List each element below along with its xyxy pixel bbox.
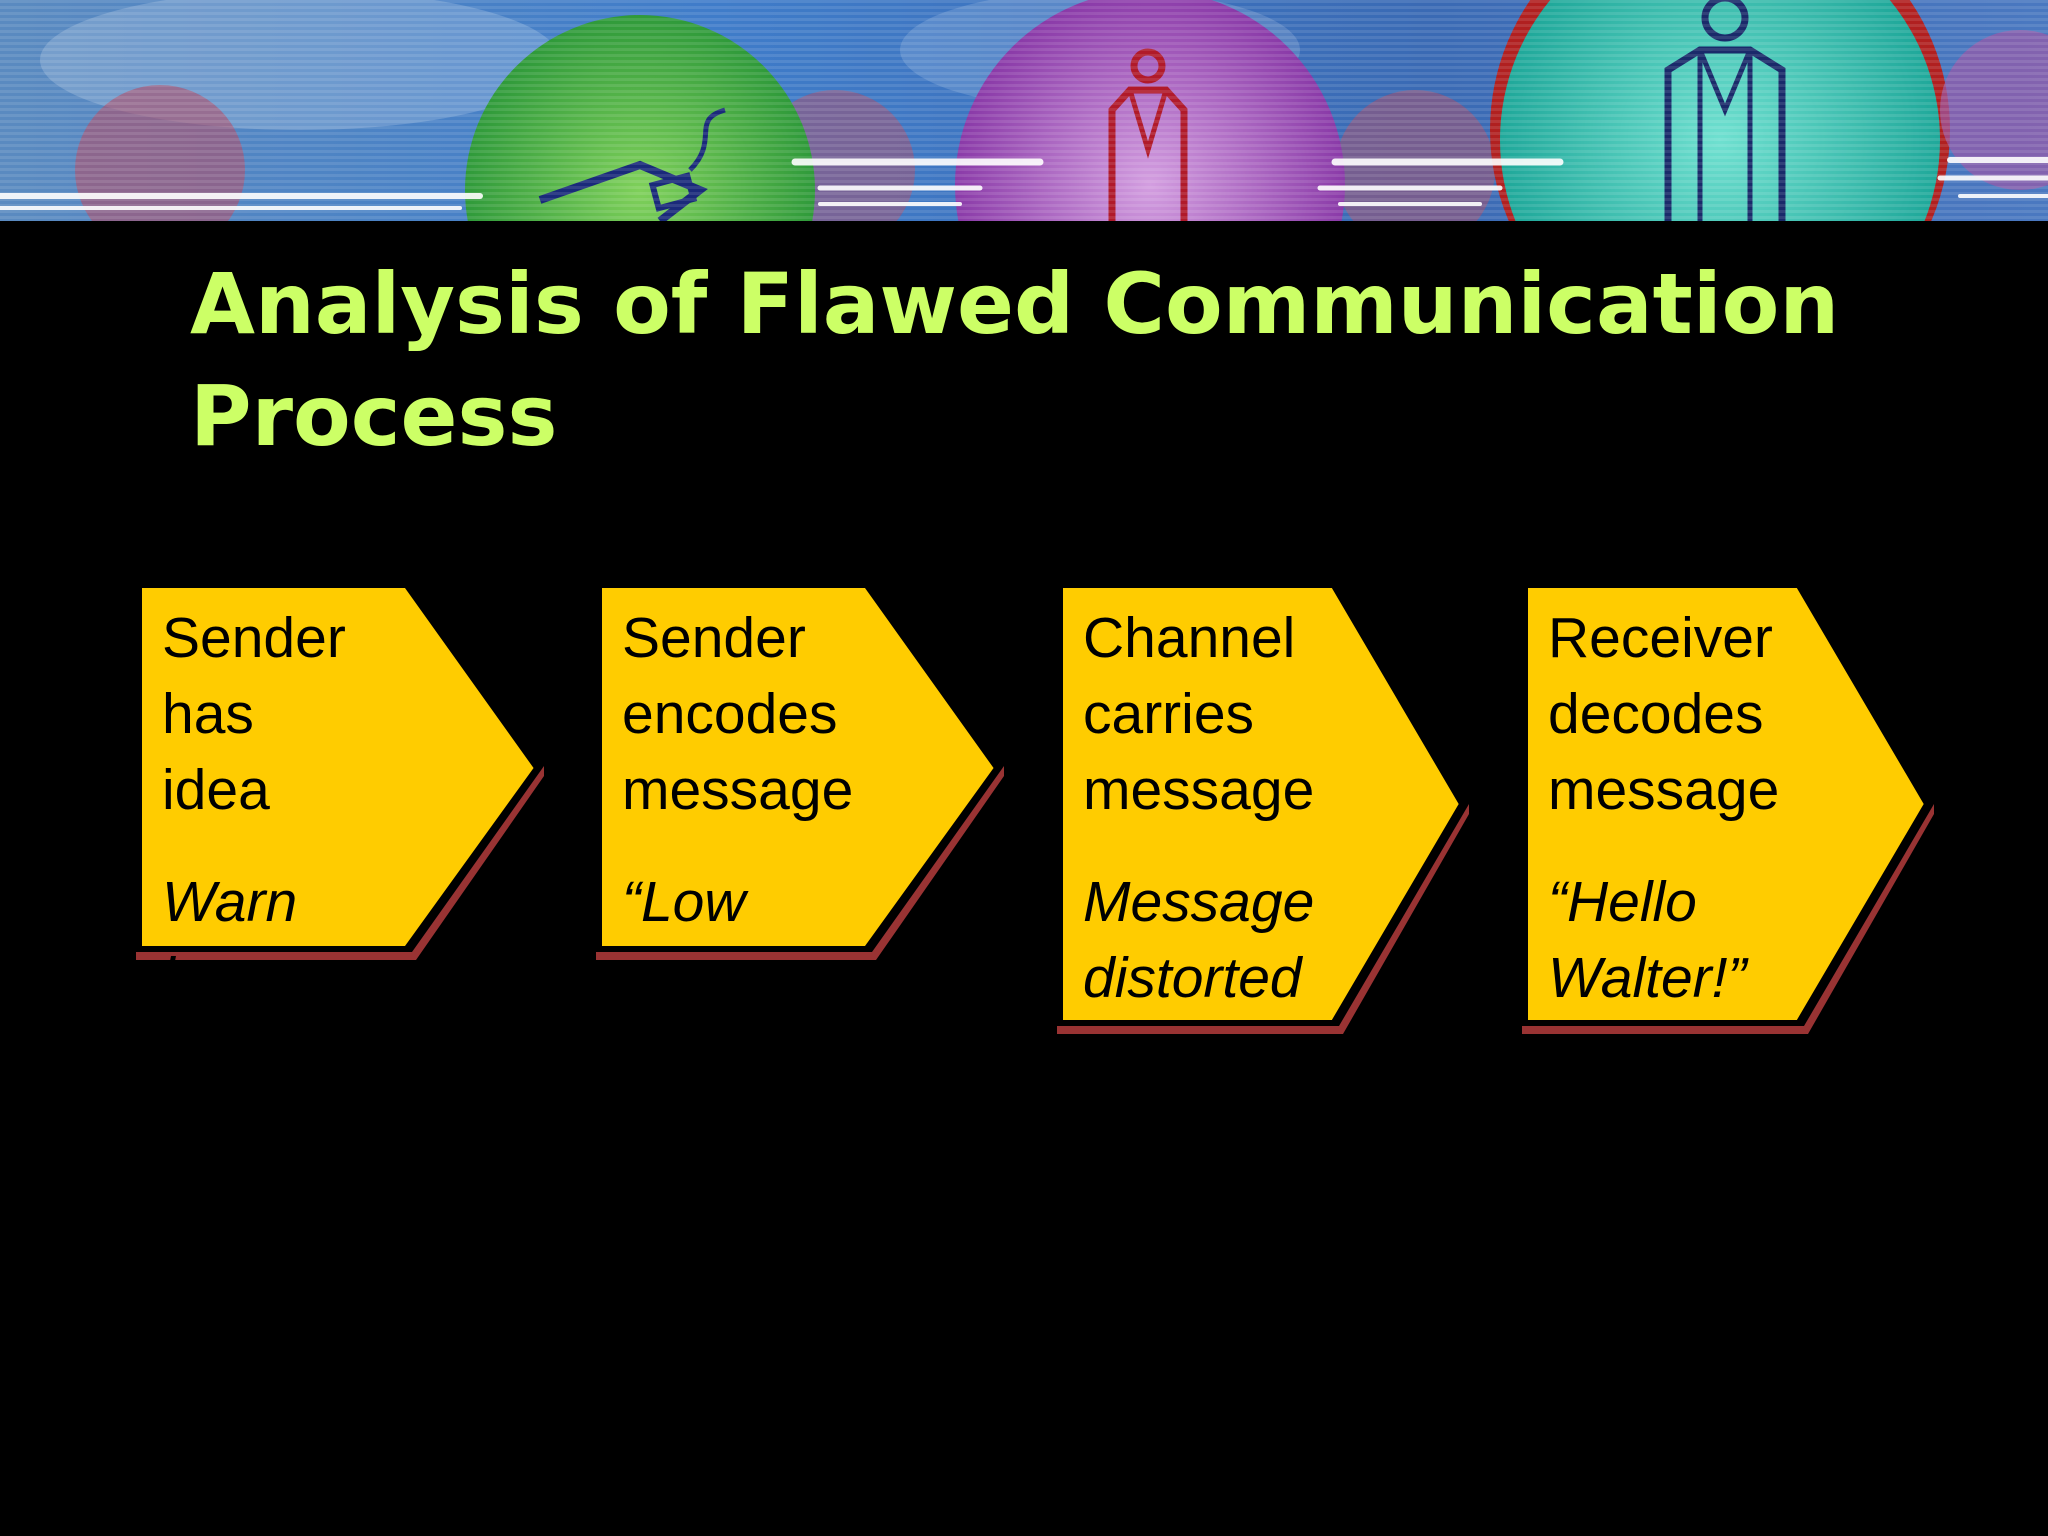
step-arrow-shape [136,584,544,960]
step-example: Warn boat [162,870,298,1010]
step-arrow-shape [596,584,1004,960]
step-example: “Hello Walter!” [1548,870,1747,1010]
slide-title: Analysis of Flawed Communication Process [190,255,1840,465]
step-example: Message distorted [1083,870,1315,1010]
step-arrow-shape [1522,584,1934,1034]
step-example: “Low water [622,870,762,1010]
step-label: Sender encodes message [622,606,854,822]
step-label: Channel carries message [1083,606,1315,822]
step-arrow-shape [1057,584,1469,1034]
step-label: Receiver decodes message [1548,606,1780,822]
step-label: Sender has idea [162,606,346,822]
header-banner-image [0,0,2048,221]
